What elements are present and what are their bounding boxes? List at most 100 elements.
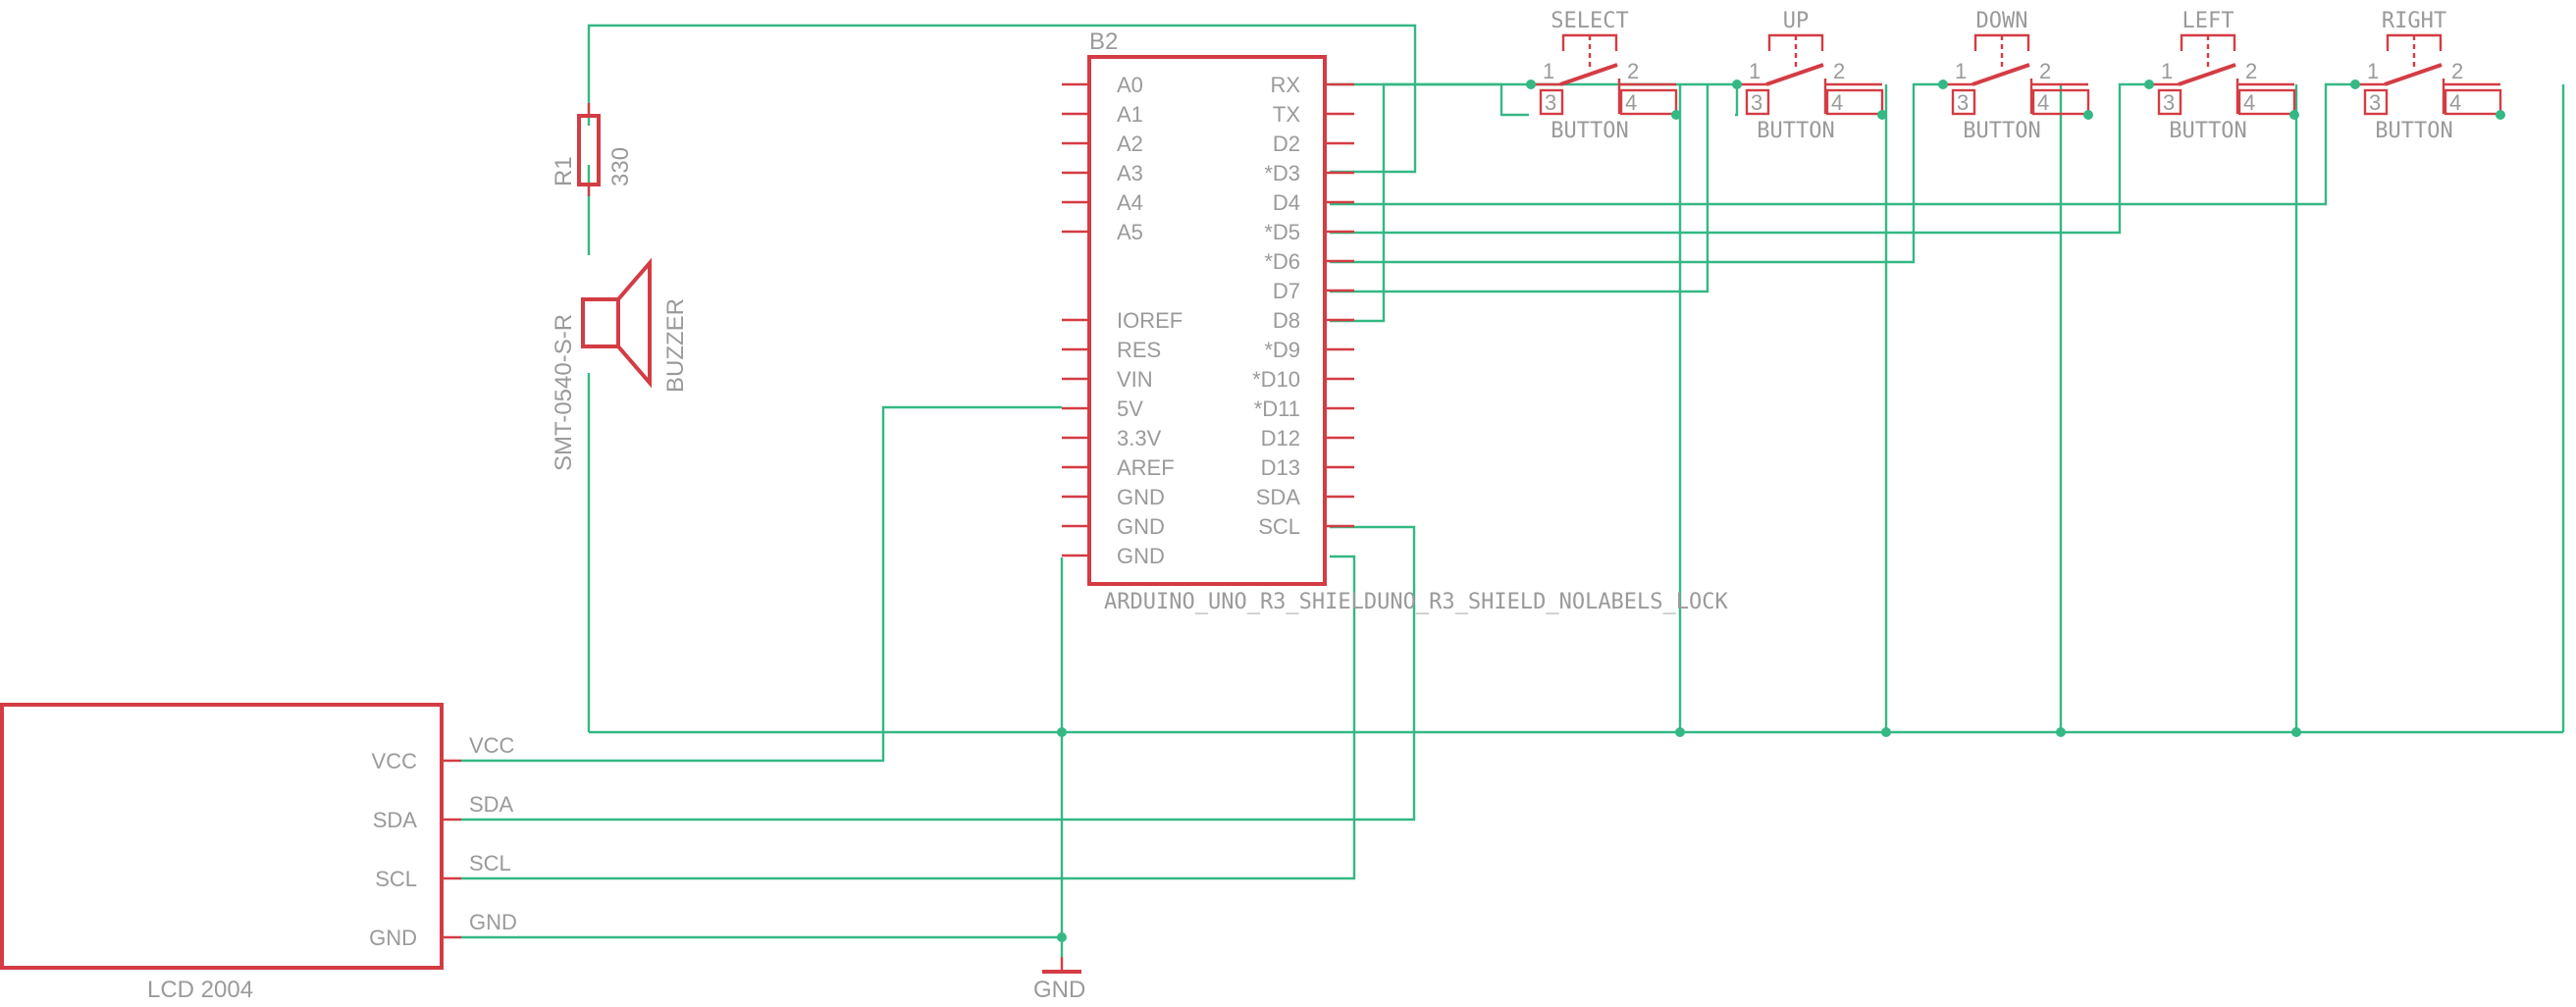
junction [2291,727,2301,737]
junction [1877,110,1887,120]
wire-scl [461,555,1356,880]
button-pin-number: 2 [2451,59,2463,83]
arduino-symbol: B2 A0A1A2A3A4A5IOREFRESVIN5V3.3VAREFGNDG… [1062,28,1729,614]
lcd-pin-label: SDA [373,808,418,832]
button-pin-number: 2 [2245,59,2257,83]
arduino-right-pin-label: TX [1273,102,1300,127]
arduino-left-pins: A0A1A2A3A4A5IOREFRESVIN5V3.3VAREFGNDGNDG… [1062,73,1183,568]
button-pin-number: 1 [2367,59,2379,83]
button-value: BUTTON [2375,119,2452,143]
junction [2289,110,2299,120]
junction [1057,932,1067,942]
button-switch-arm [1559,63,1618,86]
junction [1671,110,1681,120]
junction [2056,727,2066,737]
arduino-right-pin-label: *D6 [1264,249,1300,274]
button-pin-number: 3 [1545,90,1556,115]
lcd-pin-label: VCC [372,749,418,773]
button-pin-number: 4 [1625,90,1637,115]
junction [1675,727,1685,737]
button-pin-box [2031,88,2090,116]
button-switch-arm [1765,63,1824,86]
button-pin-box [1745,88,1770,116]
arduino-right-pin-label: SDA [1256,485,1301,509]
ground-symbol: GND [1033,957,1085,1003]
arduino-right-pin-label: *D11 [1254,397,1300,421]
button-value: BUTTON [1757,119,1834,143]
button-pin-number: 2 [1833,59,1845,83]
buzzer-value: BUZZER [662,298,689,393]
button-pin-number: 4 [1831,90,1843,115]
arduino-left-pin-label: 5V [1117,397,1143,421]
arduino-right-pin-label: D8 [1273,308,1300,333]
button-label: RIGHT [2382,9,2446,33]
button-label: UP [1783,9,1810,33]
button-value: BUTTON [1963,119,2040,143]
lcd-net-label: VCC [469,733,515,758]
arduino-left-pin-label: GND [1117,514,1165,539]
junction [2083,110,2093,120]
arduino-right-pin-label: *D3 [1264,161,1300,186]
junction [1881,727,1891,737]
resistor-ref: R1 [551,156,577,186]
arduino-right-pin-label: *D10 [1252,367,1300,392]
button-label: LEFT [2182,9,2234,33]
button-pin-number: 1 [1749,59,1761,83]
junction [1732,80,1742,89]
button-pin-number: 2 [2039,59,2051,83]
arduino-ref: B2 [1089,28,1118,55]
arduino-right-pin-label: D2 [1273,132,1300,156]
wire-d6-up [1330,84,1709,293]
lcd-pin-label: SCL [375,867,417,891]
arduino-left-pin-label: A1 [1117,102,1143,127]
arduino-right-pin-label: D12 [1261,426,1300,450]
button-value: BUTTON [2169,119,2246,143]
junction [1057,727,1067,737]
arduino-right-pin-label: D4 [1273,190,1300,215]
lcd-net-label: SDA [469,792,514,817]
button-pin-number: 2 [1627,59,1639,83]
junction [2496,110,2505,120]
junction [2350,80,2360,89]
arduino-left-pin-label: GND [1117,485,1165,509]
arduino-left-pin-label: GND [1117,544,1165,568]
button-pin-number: 4 [2449,90,2461,115]
button-value: BUTTON [1551,119,1628,143]
buzzer-ref: SMT-0540-S-R [551,314,577,471]
lcd-body [0,703,444,970]
wires [461,24,2565,957]
arduino-left-pin-label: 3.3V [1117,426,1162,450]
button-pin-number: 4 [2243,90,2255,115]
button-pin-box [2363,88,2389,116]
button-pin-box [1539,88,1564,116]
lcd-name: LCD 2004 [147,977,253,1003]
lcd-net-label: SCL [469,851,511,875]
button-pin-number: 3 [2369,90,2381,115]
arduino-left-pin-label: A2 [1117,132,1143,156]
wire-d4-left [1330,82,2151,235]
lcd-net-label: GND [469,910,517,934]
arduino-right-pins: RXTXD2*D3D4*D5*D6D7D8*D9*D10*D11D12D13SD… [1252,73,1354,539]
buzzer-body [581,297,620,348]
wire-rx-select [1330,82,1529,117]
button-pin-box [1825,88,1884,116]
junction [1526,80,1536,89]
arduino-right-pin-label: RX [1270,73,1300,97]
button-pin-number: 1 [1955,59,1967,83]
button-label: SELECT [1551,9,1628,33]
button-pin-box [2237,88,2296,116]
button-pin-box [1951,88,1976,116]
button-switch-arm [2178,63,2236,86]
resistor-value: 330 [607,147,634,186]
button-pin-number: 3 [1751,90,1762,115]
arduino-left-pin-label: A0 [1117,73,1143,97]
junctions [1057,727,2301,942]
